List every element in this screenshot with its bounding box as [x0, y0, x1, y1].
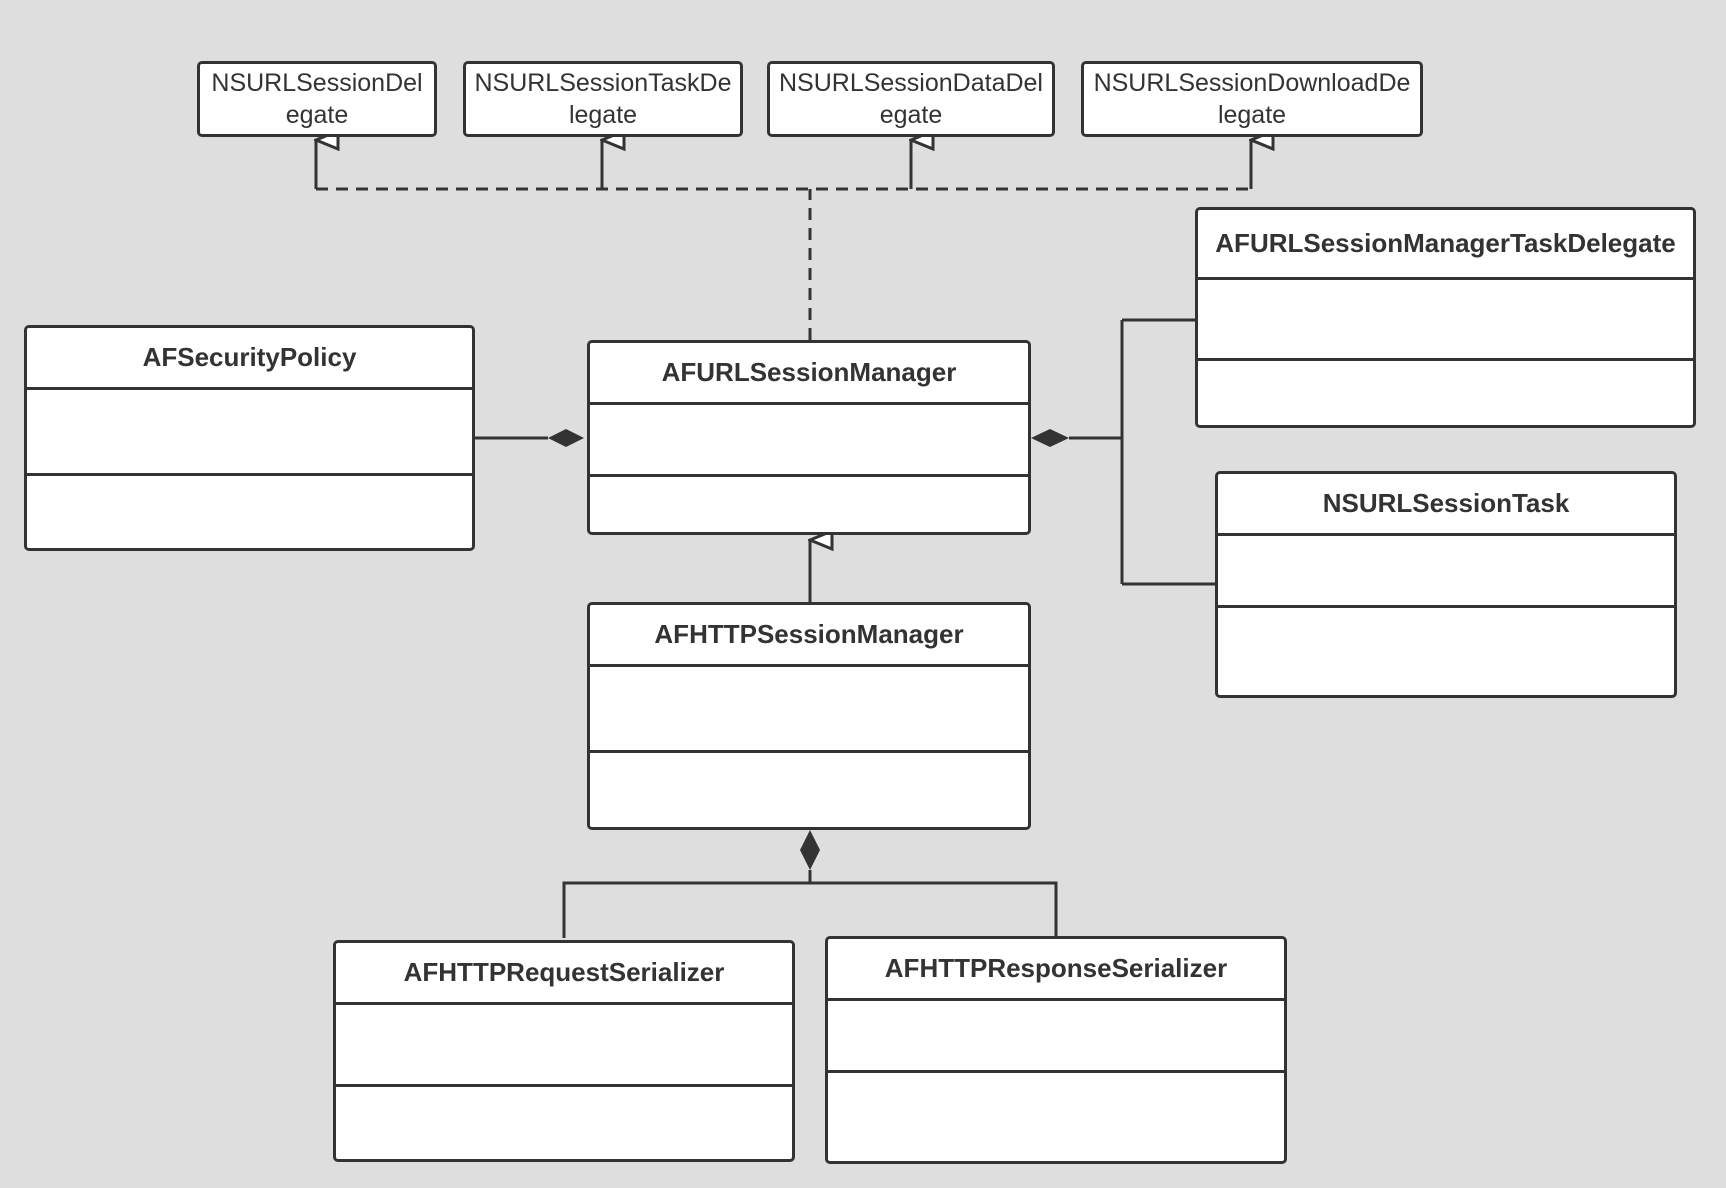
class-operations	[336, 1087, 792, 1159]
class-attributes	[1218, 536, 1674, 608]
class-operations	[590, 477, 1028, 532]
composition-security-policy	[475, 429, 584, 447]
class-attributes	[590, 405, 1028, 477]
class-afhttpresponseserializer: AFHTTPResponseSerializer	[825, 936, 1287, 1164]
composition-task-items	[1031, 318, 1217, 586]
realization-drops	[316, 140, 1251, 189]
class-afurlsessionmanagertaskdelegate: AFURLSessionManagerTaskDelegate	[1195, 207, 1696, 428]
interface-nsurlsession-download-delegate: NSURLSessionDownloadDelegate	[1081, 61, 1423, 137]
class-attributes	[336, 1005, 792, 1087]
class-name: AFURLSessionManagerTaskDelegate	[1198, 210, 1693, 280]
realization-edges	[316, 187, 1251, 340]
class-name: AFSecurityPolicy	[27, 328, 472, 390]
interface-nsurlsession-data-delegate: NSURLSessionDataDelegate	[767, 61, 1055, 137]
class-operations	[27, 476, 472, 548]
composition-diamond	[800, 830, 820, 870]
composition-diamond	[1031, 429, 1069, 447]
class-attributes	[1198, 280, 1693, 361]
class-name: AFHTTPSessionManager	[590, 605, 1028, 667]
interface-label: NSURLSessionTaskDelegate	[474, 69, 732, 129]
class-name: AFHTTPResponseSerializer	[828, 939, 1284, 1001]
class-afhttpsessionmanager: AFHTTPSessionManager	[587, 602, 1031, 830]
class-operations	[590, 753, 1028, 827]
class-name: AFURLSessionManager	[590, 343, 1028, 405]
composition-diamond	[548, 429, 584, 447]
class-attributes	[27, 390, 472, 476]
class-operations	[828, 1073, 1284, 1161]
interface-nsurlsession-task-delegate: NSURLSessionTaskDelegate	[463, 61, 743, 137]
class-attributes	[590, 667, 1028, 753]
class-nsurlsessiontask: NSURLSessionTask	[1215, 471, 1677, 698]
class-name: AFHTTPRequestSerializer	[336, 943, 792, 1005]
class-afurlsessionmanager: AFURLSessionManager	[587, 340, 1031, 535]
composition-serializers	[562, 830, 1058, 938]
class-name: NSURLSessionTask	[1218, 474, 1674, 536]
interface-label: NSURLSessionDelegate	[211, 69, 423, 129]
class-afsecuritypolicy: AFSecurityPolicy	[24, 325, 475, 551]
interface-label: NSURLSessionDataDelegate	[778, 69, 1043, 129]
class-attributes	[828, 1001, 1284, 1073]
interface-nsurlsession-delegate: NSURLSessionDelegate	[197, 61, 437, 137]
class-afhttprequestserializer: AFHTTPRequestSerializer	[333, 940, 795, 1162]
interface-label: NSURLSessionDownloadDelegate	[1093, 69, 1411, 129]
class-operations	[1218, 608, 1674, 695]
class-operations	[1198, 361, 1693, 425]
